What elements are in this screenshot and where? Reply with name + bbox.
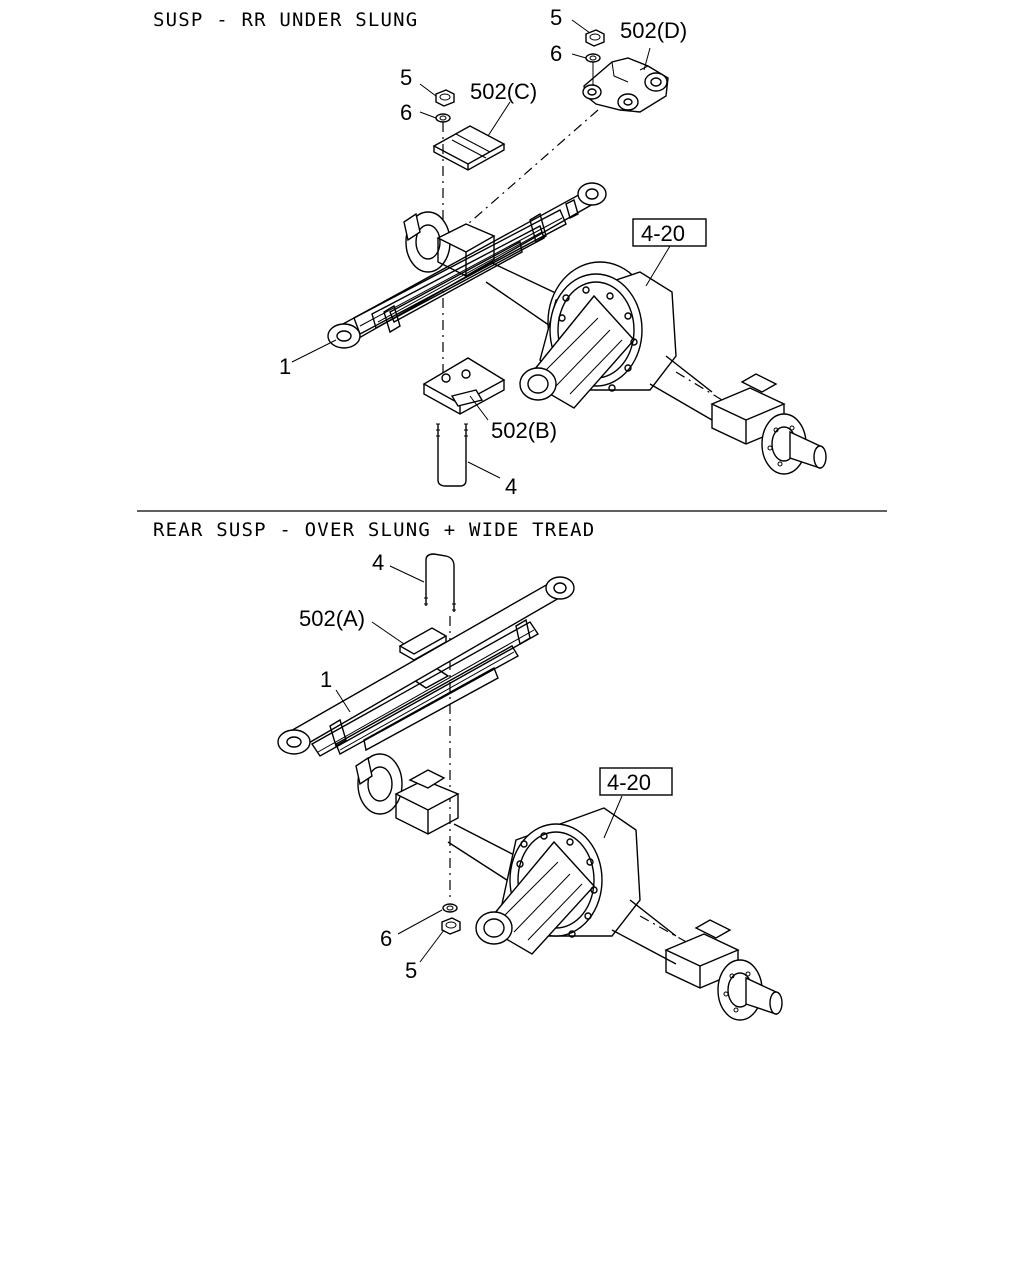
bottom-section-title: REAR SUSP - OVER SLUNG + WIDE TREAD xyxy=(153,519,596,541)
nut-5-c xyxy=(435,89,455,107)
leaf-spring-1-bottom xyxy=(277,576,575,757)
label-washer-6-c: 6 xyxy=(400,100,412,125)
washer-6-d xyxy=(585,53,601,63)
washer-6-bottom xyxy=(442,903,458,913)
nut-5-d xyxy=(585,29,605,47)
label-nut-5-d: 5 xyxy=(550,5,562,30)
label-nut-5-c: 5 xyxy=(400,65,412,90)
spring-seat-502b xyxy=(422,357,506,415)
bottom-labels: 4 502(A) 1 4-20 6 5 xyxy=(299,550,673,983)
label-u-bolt-4-bottom: 4 xyxy=(372,550,384,575)
u-bolt-4-top xyxy=(436,423,468,487)
label-bracket-502d: 502(D) xyxy=(620,18,687,43)
label-plate-502c: 502(C) xyxy=(470,79,537,104)
bracket-502d xyxy=(582,57,669,113)
label-plate-502a: 502(A) xyxy=(299,606,365,631)
u-bolt-4-bottom xyxy=(424,553,456,612)
label-washer-6-bottom: 6 xyxy=(380,926,392,951)
label-seat-502b: 502(B) xyxy=(491,418,557,443)
axle-housing-bottom xyxy=(355,753,783,1021)
nut-5-bottom xyxy=(441,917,461,935)
ref-box-bottom xyxy=(599,767,673,796)
axle-housing-top xyxy=(403,211,827,475)
top-labels: 5 6 502(D) 5 6 502(C) 4-20 1 502(B) 4 xyxy=(279,5,707,499)
bottom-assembly xyxy=(277,553,783,1021)
top-assembly xyxy=(327,29,827,487)
ref-box-top xyxy=(632,218,707,247)
label-u-bolt-4-top: 4 xyxy=(505,474,517,499)
bottom-leaders xyxy=(335,565,623,963)
label-ref-axle-bottom: 4-20 xyxy=(607,770,651,795)
label-ref-axle-top: 4-20 xyxy=(641,221,685,246)
label-leaf-spring-1-bottom: 1 xyxy=(320,667,332,692)
top-section-title: SUSP - RR UNDER SLUNG xyxy=(153,9,419,31)
label-washer-6-d: 6 xyxy=(550,41,562,66)
washer-6-c xyxy=(435,113,451,123)
label-nut-5-bottom: 5 xyxy=(405,958,417,983)
plate-502c xyxy=(432,125,506,171)
top-leaders xyxy=(291,19,671,479)
label-leaf-spring-1-top: 1 xyxy=(279,354,291,379)
